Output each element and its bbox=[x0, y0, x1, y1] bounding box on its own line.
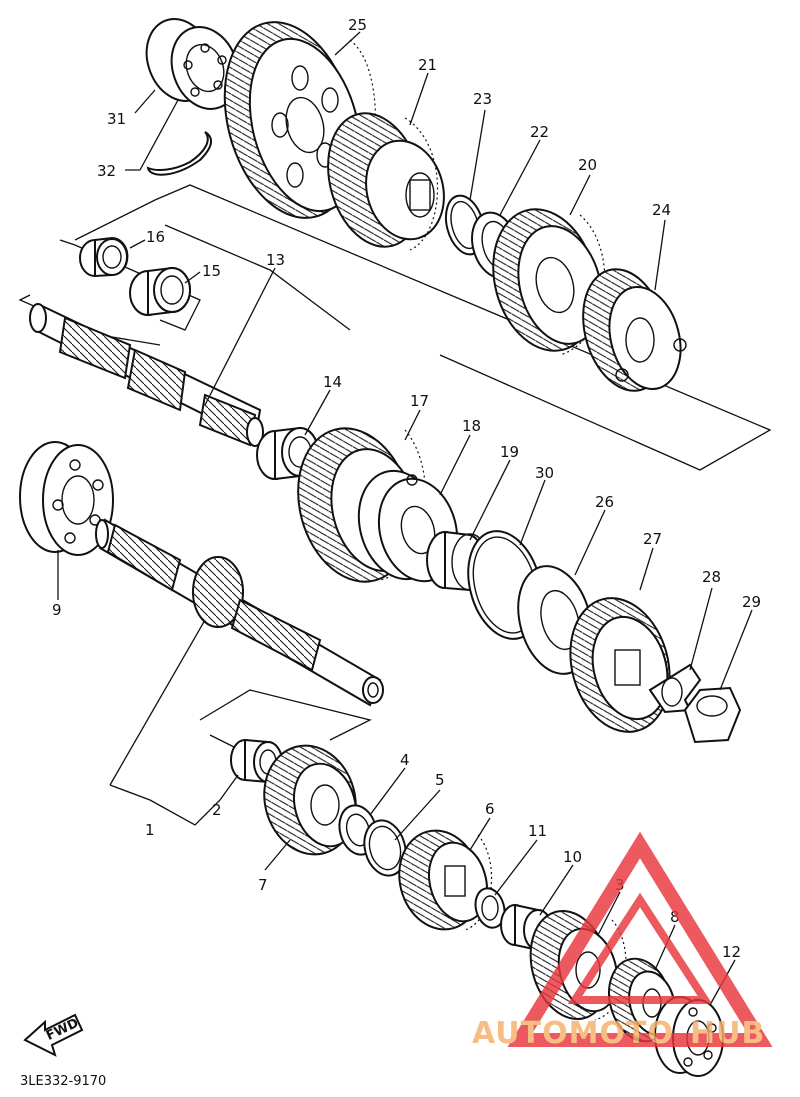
gear-24 bbox=[582, 268, 687, 392]
callout-17: 17 bbox=[410, 392, 429, 410]
callout-10: 10 bbox=[563, 848, 582, 866]
callout-15: 15 bbox=[202, 262, 221, 280]
callout-1: 1 bbox=[145, 821, 155, 839]
callout-6: 6 bbox=[485, 800, 495, 818]
callout-24: 24 bbox=[652, 201, 671, 219]
gear-6 bbox=[398, 829, 493, 931]
callout-32: 32 bbox=[97, 162, 116, 180]
callout-7: 7 bbox=[258, 876, 268, 894]
main-axle-1 bbox=[95, 518, 384, 707]
watermark-text-a: AUTOMOTO bbox=[472, 1016, 674, 1051]
bushing-15 bbox=[129, 266, 191, 317]
grouping-lines bbox=[18, 184, 772, 826]
sprocket-27 bbox=[569, 597, 671, 733]
bearing-9 bbox=[19, 441, 114, 556]
callout-25: 25 bbox=[348, 16, 367, 34]
watermark-text-b: HUB bbox=[690, 1016, 765, 1051]
callout-18: 18 bbox=[462, 417, 481, 435]
callout-8: 8 bbox=[670, 908, 680, 926]
callout-29: 29 bbox=[742, 593, 761, 611]
callout-4: 4 bbox=[400, 751, 410, 769]
watermark-logo: AUTOMOTO HUB bbox=[472, 831, 773, 1051]
callout-11: 11 bbox=[528, 822, 547, 840]
callout-31: 31 bbox=[107, 110, 126, 128]
callout-labels: 31 32 25 21 23 22 20 24 16 15 13 14 17 1… bbox=[52, 16, 761, 961]
leader-lines bbox=[57, 31, 753, 1006]
callout-16: 16 bbox=[146, 228, 165, 246]
callout-30: 30 bbox=[535, 464, 554, 482]
circlip-32 bbox=[146, 131, 212, 176]
callout-12: 12 bbox=[722, 943, 741, 961]
callout-19: 19 bbox=[500, 443, 519, 461]
callout-28: 28 bbox=[702, 568, 721, 586]
callout-26: 26 bbox=[595, 493, 614, 511]
callout-21: 21 bbox=[418, 56, 437, 74]
bearing-31 bbox=[145, 18, 240, 110]
callout-9: 9 bbox=[52, 601, 62, 619]
gear-20 bbox=[492, 208, 606, 356]
callout-20: 20 bbox=[578, 156, 597, 174]
lockwasher-28 bbox=[648, 663, 702, 714]
fwd-arrow-icon: FWD bbox=[23, 1013, 84, 1057]
gear-21 bbox=[327, 112, 445, 251]
callout-22: 22 bbox=[530, 123, 549, 141]
callout-2: 2 bbox=[212, 801, 222, 819]
nut-29 bbox=[683, 686, 742, 744]
callout-14: 14 bbox=[323, 373, 342, 391]
drive-axle-13 bbox=[29, 303, 264, 447]
callout-5: 5 bbox=[435, 771, 445, 789]
callout-13: 13 bbox=[266, 251, 285, 269]
callout-27: 27 bbox=[643, 530, 662, 548]
gear-25 bbox=[223, 21, 376, 219]
washer-11 bbox=[474, 887, 506, 929]
bushing-16 bbox=[79, 236, 129, 278]
callout-23: 23 bbox=[473, 90, 492, 108]
diagram-code: 3LE332-9170 bbox=[20, 1074, 106, 1089]
